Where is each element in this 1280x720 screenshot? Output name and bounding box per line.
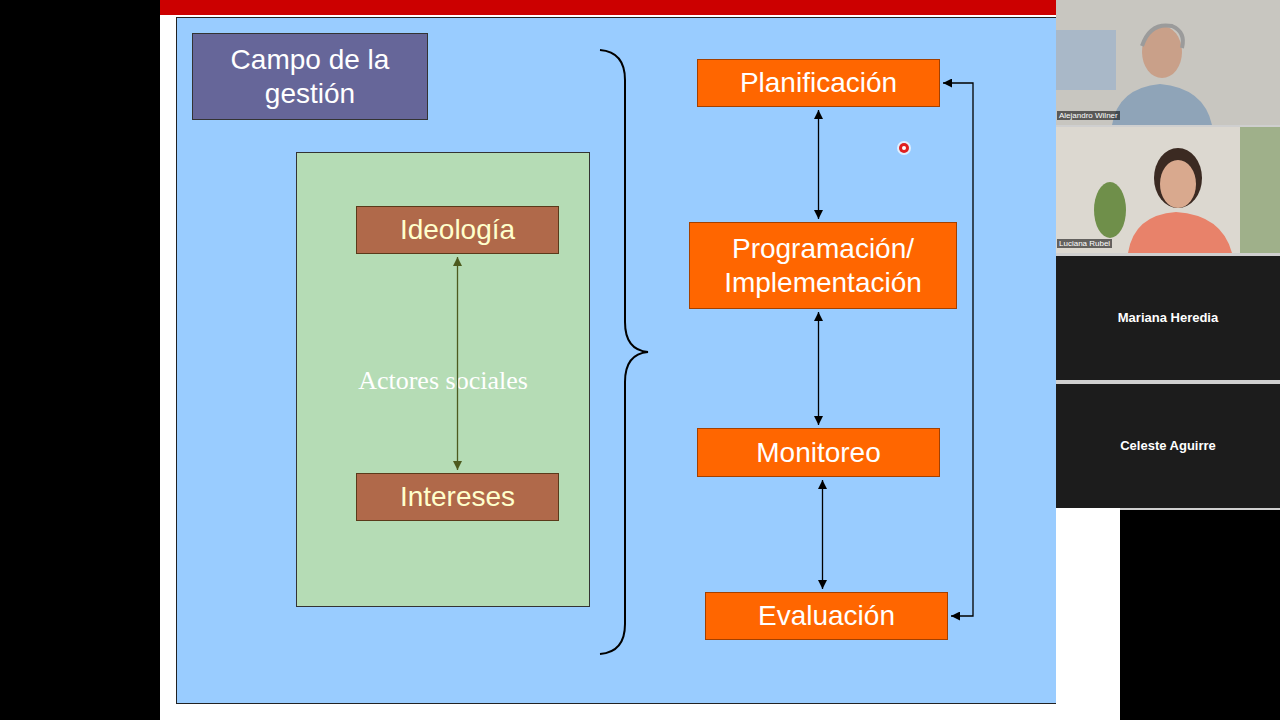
person-hair <box>1154 148 1202 208</box>
concept-box: Intereses <box>356 473 559 521</box>
participant-name: Mariana Heredia <box>1116 310 1220 325</box>
participant-name: Alejandro Wilner <box>1057 111 1120 120</box>
group-box: Actores sociales IdeologíaIntereses <box>296 152 590 607</box>
tile-gaps <box>1056 0 1280 510</box>
person-shirt <box>1128 212 1232 253</box>
person-head <box>1142 26 1182 78</box>
node-text: Campo de la gestión <box>199 43 421 110</box>
node-text: Programación/ Implementación <box>696 232 950 299</box>
person-hair <box>1142 25 1183 48</box>
concept-box: Ideología <box>356 206 559 254</box>
person-shirt <box>1112 84 1212 125</box>
connector-arrow <box>822 480 823 589</box>
curly-brace <box>600 50 648 654</box>
slide-top-bar <box>160 0 1056 15</box>
connector-arrow <box>457 257 458 470</box>
person-head <box>1160 160 1196 208</box>
video-tile <box>1056 384 1280 508</box>
participant-name: Luciana Rubel <box>1057 239 1112 248</box>
slide-background <box>1056 508 1120 720</box>
laser-pointer <box>899 143 909 153</box>
participant-name: Celeste Aguirre <box>1118 438 1218 453</box>
laser-pointer-center <box>902 146 906 150</box>
node-text: Actores sociales <box>297 365 589 396</box>
video-tile <box>1056 127 1280 253</box>
node-text: Evaluación <box>758 599 895 633</box>
pointer-halo <box>897 141 911 155</box>
video-tile <box>1056 0 1280 125</box>
process-box: Programación/ Implementación <box>689 222 957 309</box>
node-text: Intereses <box>400 480 515 514</box>
node-text: Monitoreo <box>756 436 881 470</box>
slide-background <box>160 0 1120 720</box>
plant-background <box>1240 127 1280 253</box>
process-box: Evaluación <box>705 592 948 640</box>
node-text: Ideología <box>400 213 515 247</box>
wall-picture <box>1056 30 1116 90</box>
heading-box: Campo de la gestión <box>192 33 428 120</box>
connector-arrow <box>943 83 973 616</box>
video-tile <box>1056 256 1280 380</box>
process-box: Monitoreo <box>697 428 940 477</box>
plant <box>1094 182 1126 238</box>
connector-arrow <box>818 110 819 219</box>
slide-panel <box>177 18 1097 704</box>
connector-arrow <box>818 312 819 425</box>
node-text: Planificación <box>740 66 897 100</box>
process-box: Planificación <box>697 59 940 107</box>
